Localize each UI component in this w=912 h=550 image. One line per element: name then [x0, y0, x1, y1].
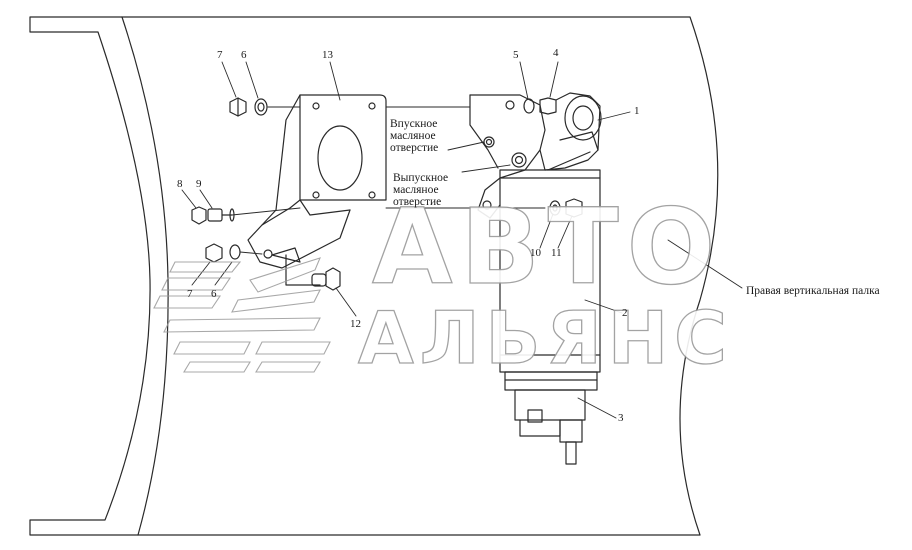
callout-11: 11	[551, 247, 562, 259]
callout-4: 4	[553, 47, 559, 59]
callout-13: 13	[322, 49, 333, 61]
washer-9	[207, 208, 235, 222]
right-rail-note: Правая вертикальная палка	[746, 285, 880, 297]
filter-2	[499, 169, 601, 391]
switch-1	[539, 92, 602, 171]
bolt-7-top	[229, 97, 247, 117]
inlet-note-line1: Впускное	[390, 118, 438, 130]
right-frame-rail	[121, 16, 719, 536]
callout-5: 5	[513, 49, 519, 61]
nut-11	[565, 198, 583, 218]
outlet-note: Выпускное масляное отверстие	[393, 172, 448, 208]
washer-10	[549, 200, 561, 216]
watermark-logo	[153, 257, 331, 373]
callout-8: 8	[177, 178, 183, 190]
left-frame-rail	[29, 16, 169, 536]
washer-6-bottom	[229, 244, 241, 260]
callout-12: 12	[350, 318, 361, 330]
callout-2: 2	[622, 307, 628, 319]
washer-6-top	[254, 98, 268, 116]
inlet-note-line3: отверстие	[390, 142, 439, 154]
callout-6-bottom: 6	[211, 288, 217, 300]
bolt-8	[191, 206, 207, 225]
inlet-note-line2: масляное	[390, 130, 436, 142]
callout-9: 9	[196, 178, 202, 190]
watermark-line1: АВТО	[371, 185, 724, 308]
washer-5	[523, 98, 535, 114]
callout-6-top: 6	[241, 49, 247, 61]
outlet-note-line2: масляное	[393, 184, 439, 196]
nut-4	[539, 97, 557, 115]
inlet-note: Впускное масляное отверстие	[390, 118, 438, 154]
callout-1: 1	[634, 105, 640, 117]
bracket-13	[247, 94, 387, 286]
callout-7-top: 7	[217, 49, 223, 61]
callout-10: 10	[530, 247, 541, 259]
sensor-3	[514, 389, 586, 465]
outlet-note-line1: Выпускное	[393, 172, 449, 184]
outlet-note-line3: отверстие	[393, 196, 442, 208]
watermark-line2: АЛЬЯНС	[357, 295, 733, 380]
callout-7-bottom: 7	[187, 288, 193, 300]
bolt-7-bottom	[205, 243, 223, 263]
callout-3: 3	[618, 412, 624, 424]
bolt-12	[311, 267, 341, 291]
